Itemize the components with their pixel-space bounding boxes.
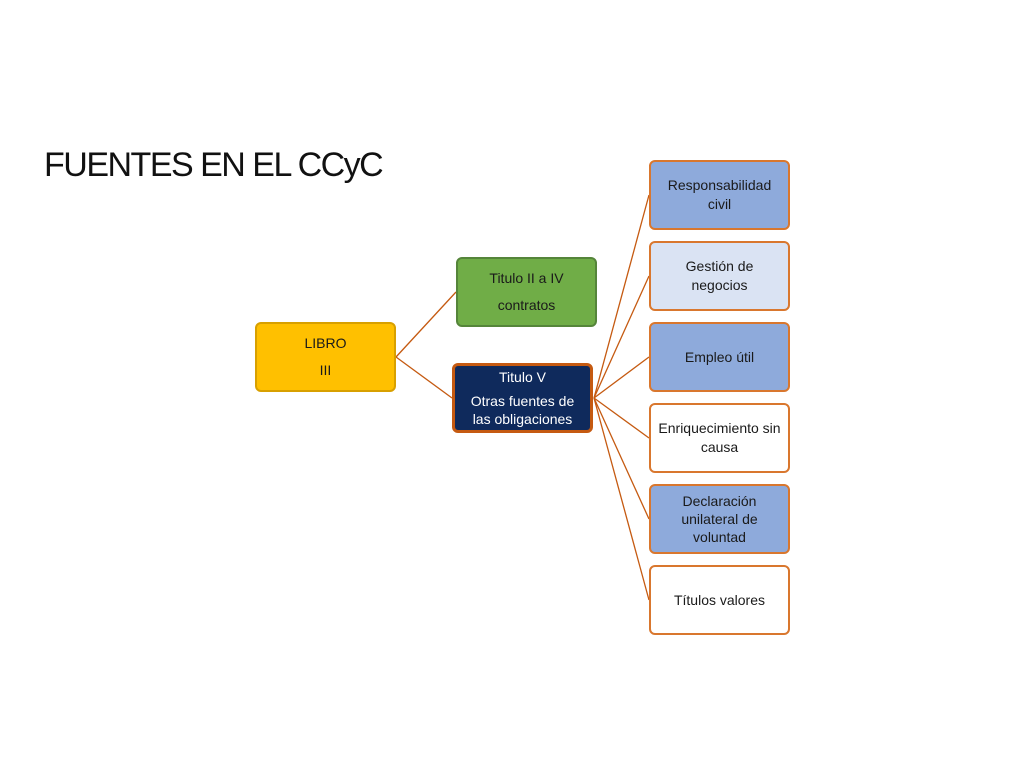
leaf-label: Gestión de negocios — [685, 258, 754, 293]
root-node-libro-iii: LIBRO III — [255, 322, 396, 392]
leaf-node-responsabilidad-civil: Responsabilidad civil — [649, 160, 790, 230]
leaf-label: Empleo útil — [684, 348, 755, 365]
branch-1-line-2: contratos — [497, 297, 556, 313]
connector-branch-2-to-leaf-6 — [593, 397, 650, 601]
branch-node-titulo-v: Titulo V Otras fuentes de las obligacion… — [452, 363, 593, 433]
leaf-node-declaracion-unilateral: Declaración unilateral de voluntad — [649, 484, 790, 554]
branch-node-titulo-ii-iv: Titulo II a IV contratos — [456, 257, 597, 327]
connector-branch-2-to-leaf-1 — [593, 194, 650, 399]
slide-title: FUENTES EN EL CCyC — [44, 146, 384, 184]
branch-2-line-2: Otras fuentes de las obligaciones — [470, 393, 575, 427]
leaf-label: Declaración unilateral de voluntad — [681, 493, 758, 545]
connector-root-to-branch-1 — [395, 291, 457, 358]
branch-1-line-1: Titulo II a IV — [489, 270, 564, 286]
leaf-label: Responsabilidad civil — [667, 177, 772, 212]
connector-branch-2-to-leaf-5 — [593, 397, 650, 520]
leaf-label: Enriquecimiento sin causa — [658, 420, 781, 455]
connector-root-to-branch-2 — [395, 356, 453, 399]
connector-branch-2-to-leaf-3 — [593, 356, 650, 399]
leaf-node-gestion-de-negocios: Gestión de negocios — [649, 241, 790, 311]
connector-branch-2-to-leaf-4 — [593, 397, 650, 439]
branch-2-line-1: Titulo V — [499, 369, 546, 385]
leaf-node-enriquecimiento-sin-causa: Enriquecimiento sin causa — [649, 403, 790, 473]
connector-branch-2-to-leaf-2 — [593, 275, 650, 399]
leaf-node-titulos-valores: Títulos valores — [649, 565, 790, 635]
root-node-line-2: III — [319, 362, 332, 378]
leaf-label: Títulos valores — [673, 591, 766, 608]
root-node-line-1: LIBRO — [304, 335, 347, 351]
leaf-node-empleo-util: Empleo útil — [649, 322, 790, 392]
